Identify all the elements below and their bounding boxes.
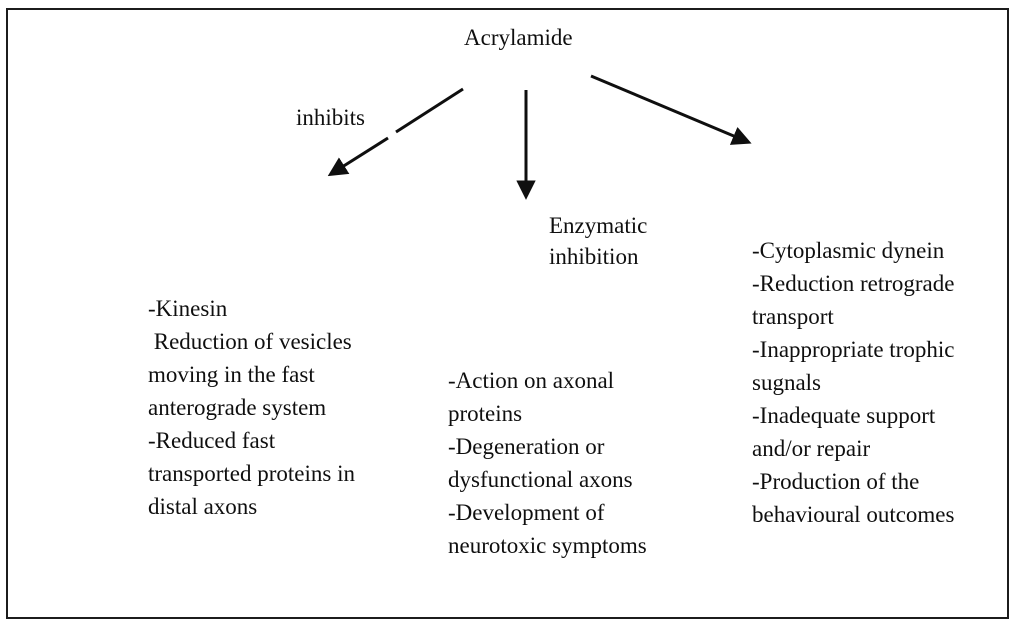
effects-block-fast-anterograde: -Kinesin Reduction of vesicles moving in… [148, 296, 355, 519]
arrow-left [327, 87, 464, 177]
effects-block-retrograde: -Cytoplasmic dynein -Reduction retrograd… [752, 238, 955, 527]
effects-block-enzymatic: -Action on axonal proteins -Degeneration… [448, 368, 647, 558]
diagram-title: Acrylamide [464, 25, 573, 50]
middle-arrow-label: Enzymatic inhibition [549, 213, 648, 269]
left-arrow-label: inhibits [296, 105, 366, 130]
diagram-frame-border [6, 8, 1009, 619]
arrow-right [590, 74, 752, 145]
